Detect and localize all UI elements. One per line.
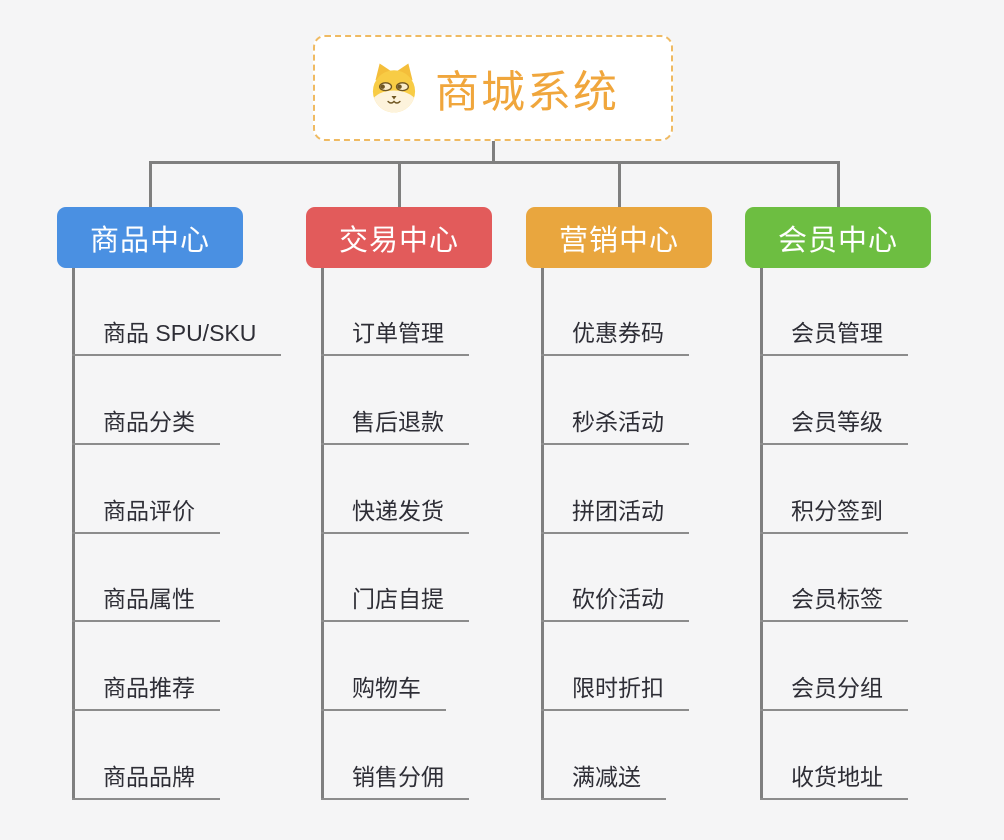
tree-item[interactable]: 限时折扣 — [541, 675, 689, 711]
tree-item[interactable]: 满减送 — [541, 764, 666, 800]
branch-label: 交易中心 — [338, 224, 459, 257]
tree-item[interactable]: 商品品牌 — [72, 764, 220, 800]
branch-drop-line — [617, 161, 621, 207]
tree-item[interactable]: 积分签到 — [760, 498, 908, 534]
tree-item[interactable]: 砍价活动 — [541, 586, 689, 622]
tree-item[interactable]: 会员管理 — [760, 320, 908, 356]
branch-drop-line — [836, 161, 840, 207]
branch-spine-line — [72, 268, 75, 800]
tree-item[interactable]: 快递发货 — [321, 498, 469, 534]
branch-drop-line — [148, 161, 152, 207]
branch-box-1[interactable]: 商品中心 — [57, 207, 243, 268]
tree-item[interactable]: 商品分类 — [72, 409, 220, 445]
tree-item[interactable]: 秒杀活动 — [541, 409, 689, 445]
tree-item[interactable]: 优惠券码 — [541, 320, 689, 356]
tree-item[interactable]: 收货地址 — [760, 764, 908, 800]
tree-item[interactable]: 会员标签 — [760, 586, 908, 622]
branch-spine-line — [541, 268, 544, 800]
branch-label: 会员中心 — [777, 224, 898, 257]
root-stem-line — [491, 141, 495, 164]
branch-box-4[interactable]: 会员中心 — [745, 207, 931, 268]
branch-box-3[interactable]: 营销中心 — [526, 207, 712, 268]
tree-item[interactable]: 会员分组 — [760, 675, 908, 711]
branch-label: 商品中心 — [89, 224, 210, 257]
tree-item[interactable]: 售后退款 — [321, 409, 469, 445]
root-title: 商城系统 — [435, 68, 619, 117]
tree-item[interactable]: 商品属性 — [72, 586, 220, 622]
dog-face-icon — [367, 61, 421, 115]
branch-box-2[interactable]: 交易中心 — [306, 207, 492, 268]
tree-item[interactable]: 拼团活动 — [541, 498, 689, 534]
tree-item[interactable]: 会员等级 — [760, 409, 908, 445]
tree-item[interactable]: 门店自提 — [321, 586, 469, 622]
tree-item[interactable]: 销售分佣 — [321, 764, 469, 800]
tree-item[interactable]: 商品推荐 — [72, 675, 220, 711]
branch-drop-line — [397, 161, 401, 207]
tree-item[interactable]: 购物车 — [321, 675, 446, 711]
tree-item[interactable]: 订单管理 — [321, 320, 469, 356]
tree-item[interactable]: 商品评价 — [72, 498, 220, 534]
tree-item[interactable]: 商品 SPU/SKU — [72, 320, 282, 356]
branch-spine-line — [760, 268, 763, 800]
root-node[interactable]: 商城系统 — [313, 35, 673, 141]
branch-label: 营销中心 — [558, 224, 679, 257]
branch-spine-line — [321, 268, 324, 800]
bus-line — [148, 161, 840, 164]
